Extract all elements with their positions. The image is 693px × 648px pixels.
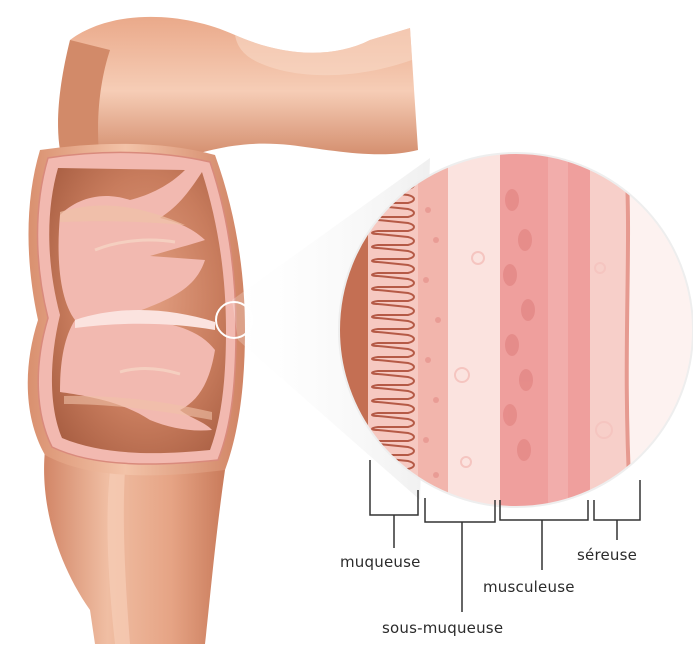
label-muqueuse: muqueuse <box>340 553 421 571</box>
label-sous-muqueuse: sous-muqueuse <box>382 619 503 637</box>
submucosa-layer <box>418 150 448 510</box>
label-sereuse: séreuse <box>577 546 637 564</box>
serosa-layer <box>590 150 628 510</box>
lower-intestine-tube <box>44 450 225 644</box>
label-musculeuse: musculeuse <box>483 578 575 596</box>
upper-intestine-tube <box>58 17 418 165</box>
